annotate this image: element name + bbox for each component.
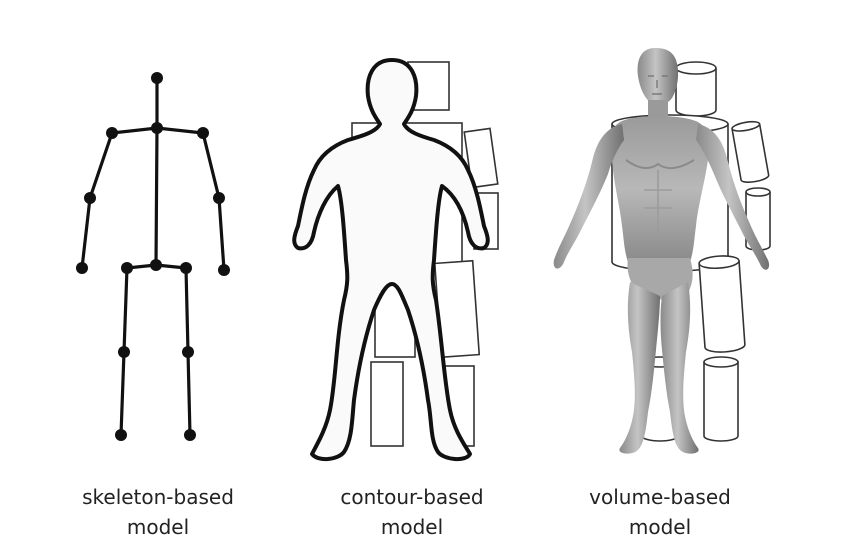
volume-head-cylinder-top — [676, 62, 716, 74]
skeleton-joint-pelvis — [150, 259, 162, 271]
caption-skeleton-based-model: skeleton-based model — [38, 482, 278, 542]
volume-head — [638, 48, 679, 106]
volume-thigh-cylinder — [699, 261, 745, 354]
volume-neck — [648, 100, 668, 118]
caption-contour-line2: model — [292, 512, 532, 542]
skeleton-left-upper-arm-bone — [90, 133, 112, 198]
volume-forearm-cylinder-top — [746, 188, 770, 196]
skeleton-right-shin-bone — [188, 352, 190, 435]
skeleton-left-shin-bone — [121, 352, 124, 435]
volume-right-shin-cylinder — [704, 362, 738, 441]
skeleton-left-thigh-bone — [124, 268, 127, 352]
skeleton-right-thigh-bone — [186, 268, 188, 352]
caption-skeleton-line1: skeleton-based — [38, 482, 278, 512]
caption-volume-based-model: volume-based model — [540, 482, 780, 542]
skeleton-left-forearm-bone — [82, 198, 90, 268]
skeleton-joint-left-elbow — [84, 192, 96, 204]
skeleton-spine-bone — [156, 128, 157, 265]
skeleton-joint-right-elbow — [213, 192, 225, 204]
skeleton-joint-neck — [151, 122, 163, 134]
volume-head-cylinder — [676, 68, 716, 116]
skeleton-joint-right-shoulder — [197, 127, 209, 139]
skeleton-joint-left-hip — [121, 262, 133, 274]
skeleton-joint-head — [151, 72, 163, 84]
caption-contour-line1: contour-based — [292, 482, 532, 512]
skeleton-joint-right-hip — [180, 262, 192, 274]
skeleton-left-shoulder-bone — [112, 128, 157, 133]
volume-upper-arm-cylinder — [732, 124, 769, 184]
skeleton-joint-left-wrist — [76, 262, 88, 274]
skeleton-joint-left-ankle — [115, 429, 127, 441]
skeleton-right-upper-arm-bone — [203, 133, 219, 198]
skeleton-right-shoulder-bone — [157, 128, 203, 133]
caption-volume-line2: model — [540, 512, 780, 542]
skeleton-joint-right-ankle — [184, 429, 196, 441]
caption-contour-based-model: contour-based model — [292, 482, 532, 542]
skeleton-joints — [76, 72, 230, 441]
skeleton-joint-left-knee — [118, 346, 130, 358]
skeleton-right-forearm-bone — [219, 198, 224, 270]
caption-skeleton-line2: model — [38, 512, 278, 542]
caption-volume-line1: volume-based — [540, 482, 780, 512]
skeleton-joint-left-shoulder — [106, 127, 118, 139]
skeleton-joint-right-wrist — [218, 264, 230, 276]
contour-left-shin-box — [371, 362, 403, 446]
volume-right-shin-cylinder-top — [704, 357, 738, 367]
skeleton-joint-right-knee — [182, 346, 194, 358]
